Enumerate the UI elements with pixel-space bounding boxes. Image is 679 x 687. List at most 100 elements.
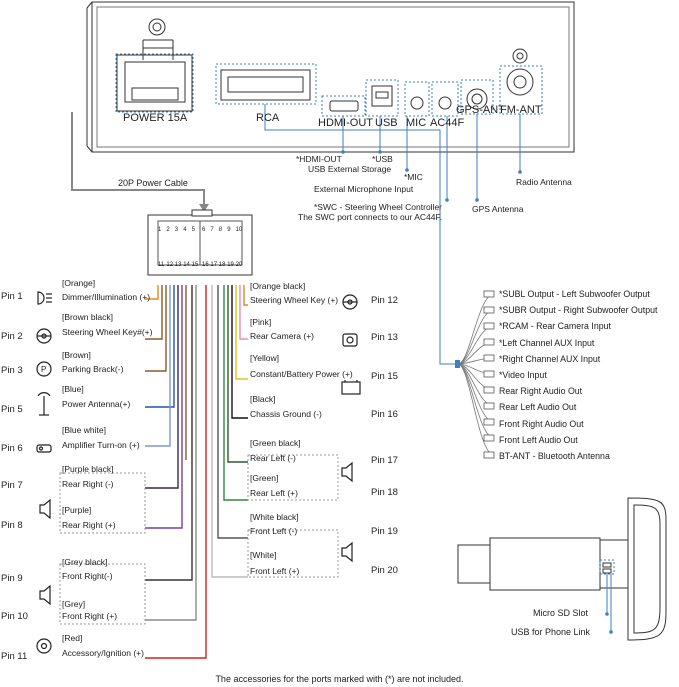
right-pin-function: Rear Camera (+) xyxy=(250,331,315,341)
steering-wheel-icon xyxy=(36,328,52,344)
left-pin-function: Front Right (+) xyxy=(62,611,118,621)
speaker-icon xyxy=(341,541,353,563)
amplifier-icon xyxy=(36,444,52,453)
right-pin-color: [Yellow] xyxy=(250,353,279,363)
connector-pin-number: 3 xyxy=(174,227,179,233)
connector-pin-number: 2 xyxy=(166,227,170,233)
left-pin-color: [Red] xyxy=(62,633,83,643)
left-pin-color: [Purple] xyxy=(62,505,92,515)
connector-pin-number: 1 xyxy=(158,227,162,233)
left-pin-color: [Brown black] xyxy=(62,312,114,322)
rca-output-label: *RCAM - Rear Camera Input xyxy=(499,321,611,332)
left-pin-function: Amplifier Turn-on (+) xyxy=(62,440,140,450)
left-pin-number: Pin 8 xyxy=(1,520,23,531)
left-pin-color: [Orange] xyxy=(62,278,96,288)
hdmi-callout: *HDMI-OUT xyxy=(296,154,342,164)
connector-pin-number: 16 xyxy=(202,262,209,268)
right-pin-function: Rear Left (-) xyxy=(250,453,296,463)
gps-callout: GPS Antenna xyxy=(472,204,524,214)
connector-pin-number: 19 xyxy=(227,262,234,268)
left-pin-color: [Grey] xyxy=(62,599,86,609)
mic-port xyxy=(404,81,430,117)
connector-pin-number: 12 xyxy=(166,262,174,268)
gps-ant-label: GPS-ANT xyxy=(456,104,505,116)
side-ports xyxy=(599,559,615,634)
speaker-icon xyxy=(39,584,51,606)
left-pin-number: Pin 6 xyxy=(1,443,23,454)
rca-output-label: Front Right Audio Out xyxy=(499,418,584,429)
right-pin-function: Steering Wheel Key (+) xyxy=(250,295,339,305)
right-pin-number: Pin 15 xyxy=(371,371,398,382)
swc-callout: *SWC - Steering Wheel Controller xyxy=(314,202,443,212)
left-pin-color: [Blue white] xyxy=(62,425,106,435)
left-pin-number: Pin 10 xyxy=(1,611,28,622)
ac44f-port xyxy=(431,81,459,117)
rca-output-label: BT-ANT - Bluetooth Antenna xyxy=(499,451,610,461)
connector-pin-number: 13 xyxy=(174,262,182,268)
left-pin-number: Pin 3 xyxy=(1,365,23,376)
usb-callout-desc: USB External Storage xyxy=(308,164,392,174)
connector-pin-number: 11 xyxy=(158,262,165,268)
rca-output-label: *Left Channel AUX Input xyxy=(499,337,595,348)
right-pin-number: Pin 18 xyxy=(371,487,398,498)
left-pin-number: Pin 9 xyxy=(1,573,23,584)
right-pin-color: [White] xyxy=(250,550,277,560)
fm-ant-label: FM-ANT xyxy=(500,104,542,116)
left-pin-number: Pin 1 xyxy=(1,291,23,302)
ignition-icon xyxy=(36,638,52,654)
left-pin-color: [Brown] xyxy=(62,350,91,360)
svg-text:P: P xyxy=(41,365,46,374)
left-pin-number: Pin 11 xyxy=(1,651,28,662)
port-callout-lines xyxy=(342,114,521,200)
ac44f-label: AC44F xyxy=(430,117,465,129)
unit-side-view xyxy=(457,497,667,641)
usb-phone-label: USB for Phone Link xyxy=(511,627,591,637)
right-wire-bundle xyxy=(211,285,248,578)
left-pin-function: Power Antenna(+) xyxy=(62,399,131,409)
power-cable-line xyxy=(71,112,205,206)
antenna-icon xyxy=(37,392,51,416)
right-pin-color: [Orange black] xyxy=(250,281,306,291)
radio-callout: Radio Antenna xyxy=(516,177,572,187)
connector-pin-number: 15 xyxy=(191,262,199,268)
connector-pin-number: 5 xyxy=(191,227,195,233)
right-pin-function: Front Left (+) xyxy=(250,566,300,576)
rca-output-label: Rear Left Audio Out xyxy=(499,402,577,413)
rca-output-label: Rear Right Audio Out xyxy=(499,386,583,397)
dimmer-icon xyxy=(37,291,52,305)
left-pin-color: [Blue] xyxy=(62,384,84,394)
cable-arrow xyxy=(199,204,209,212)
connector-pin-number: 20 xyxy=(235,262,243,268)
swc-callout-desc: The SWC port connects to our AC44F. xyxy=(298,212,443,222)
usb-port xyxy=(365,79,399,117)
hdmi-label: HDMI-OUT xyxy=(318,117,373,129)
hdmi-port xyxy=(321,95,366,117)
rca-label: RCA xyxy=(256,112,280,124)
right-pin-color: [Black] xyxy=(250,394,276,404)
right-pin-function: Rear Left (+) xyxy=(250,488,298,498)
connector-pin-number: 4 xyxy=(183,227,187,233)
port-callout-dots xyxy=(341,150,522,202)
rca-output-label: Front Left Audio Out xyxy=(499,434,578,445)
mic-callout-desc: External Microphone Input xyxy=(314,184,414,194)
rca-cable-knot xyxy=(455,360,460,368)
connector-pin-number: 18 xyxy=(218,262,226,268)
left-pin-number: Pin 7 xyxy=(1,480,23,491)
connector-pin-number: 9 xyxy=(227,227,231,233)
left-pin-color: [Purple black] xyxy=(62,464,114,474)
usb-label: USB xyxy=(375,117,398,129)
right-pin-number: Pin 19 xyxy=(371,526,398,537)
parking-brake-icon: P xyxy=(36,361,52,377)
right-pin-function: Front Left (-) xyxy=(250,526,298,536)
power-label: POWER 15A xyxy=(123,112,188,124)
left-pin-number: Pin 5 xyxy=(1,404,23,415)
right-label-boxes xyxy=(247,454,339,578)
connector-pin-number: 6 xyxy=(202,227,206,233)
rca-plugs xyxy=(483,290,495,459)
connector-pin-number: 14 xyxy=(183,262,190,268)
left-pin-function: Parking Brack(-) xyxy=(62,364,124,374)
right-pin-color: [Green black] xyxy=(250,438,301,448)
right-pin-function: Constant/Battery Power (+) xyxy=(250,369,353,379)
